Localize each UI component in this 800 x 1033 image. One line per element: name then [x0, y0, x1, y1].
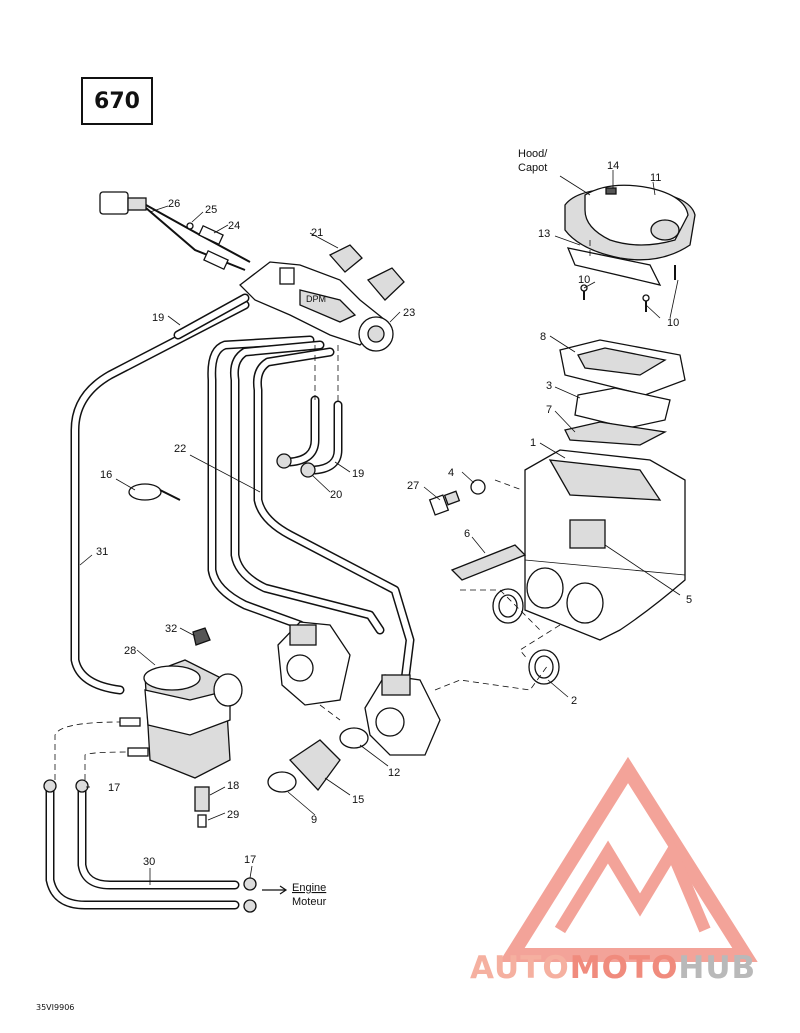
watermark-part-hub: HUB	[678, 950, 757, 986]
rubber-rings	[492, 588, 560, 685]
diagram-reference-code: 35VI9906	[36, 1003, 75, 1012]
wiring-harness	[99, 191, 251, 271]
callout-24: 24	[228, 220, 240, 232]
clips	[328, 244, 405, 301]
engine-label-fr: Moteur	[292, 896, 327, 908]
callout-22: 22	[174, 443, 186, 455]
callout-13: 13	[538, 228, 550, 240]
air-filters	[559, 339, 686, 446]
assembly-lines	[54, 479, 561, 780]
callout-16: 16	[100, 469, 112, 481]
fuel-pump	[119, 627, 243, 828]
callout-numbers: 14 11 13 10 10 8 3 7 1 4 27 6 5 2 12 15 …	[96, 160, 692, 868]
page-number: 670	[94, 88, 140, 114]
callout-4: 4	[448, 467, 454, 479]
watermark-text: AUTOMOTOHUB	[470, 950, 756, 986]
callout-5: 5	[686, 594, 692, 606]
callout-26: 26	[168, 198, 180, 210]
engine-label-en: Engine	[292, 882, 326, 894]
fuel-rail-assembly: DPM	[239, 261, 394, 405]
clamp-tie	[128, 483, 181, 501]
watermark-part-auto: AUTO	[470, 950, 570, 986]
callout-27: 27	[407, 480, 419, 492]
air-intake-hood	[564, 184, 696, 286]
callout-20: 20	[330, 489, 342, 501]
callout-15: 15	[352, 794, 364, 806]
callout-10-left: 10	[578, 274, 590, 286]
hood-label-fr: Capot	[518, 162, 547, 174]
svg-text:DPM: DPM	[306, 294, 326, 304]
callout-11: 11	[650, 172, 661, 184]
callout-28: 28	[124, 645, 136, 657]
callout-17-left: 17	[108, 782, 120, 794]
hose-clamps	[43, 779, 257, 913]
callout-19-right: 19	[352, 468, 364, 480]
hood-label-en: Hood/	[518, 148, 548, 160]
callout-14: 14	[607, 160, 619, 172]
callout-2: 2	[571, 695, 577, 707]
intake-boots	[267, 727, 369, 793]
fuel-hoses	[45, 293, 415, 910]
callout-30: 30	[143, 856, 155, 868]
carburetors	[277, 621, 441, 756]
callout-10-right: 10	[667, 317, 679, 329]
callout-25: 25	[205, 204, 217, 216]
callout-1: 1	[530, 437, 536, 449]
callout-18: 18	[227, 780, 239, 792]
leader-lines	[79, 170, 681, 885]
callout-32: 32	[165, 623, 177, 635]
callout-17-right: 17	[244, 854, 256, 866]
callout-23: 23	[403, 307, 415, 319]
fittings	[276, 453, 316, 478]
temperature-sensor	[428, 479, 486, 516]
watermark-logo-icon	[499, 756, 758, 962]
callout-12: 12	[388, 767, 400, 779]
callout-21: 21	[311, 227, 323, 239]
gasket-strip	[450, 544, 527, 581]
callout-7: 7	[546, 404, 552, 416]
callout-31: 31	[96, 546, 108, 558]
callout-8: 8	[540, 331, 546, 343]
callout-19-left: 19	[152, 312, 164, 324]
page-number-box: 670	[81, 77, 153, 125]
watermark-part-moto: MOTO	[569, 950, 679, 986]
callout-9: 9	[311, 814, 317, 826]
callout-6: 6	[464, 528, 470, 540]
callout-29: 29	[227, 809, 239, 821]
callout-3: 3	[546, 380, 552, 392]
